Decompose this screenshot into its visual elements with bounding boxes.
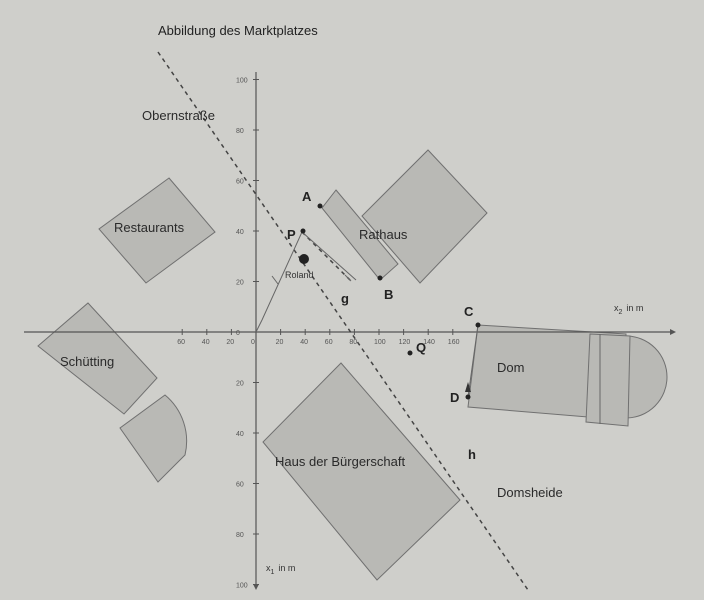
restaurants-shape xyxy=(98,177,216,284)
horizontal-tick-label: 40 xyxy=(300,339,308,346)
diagram-title: Abbildung des Marktplatzes xyxy=(158,23,318,38)
point-p-marker xyxy=(300,228,306,234)
horizontal-tick-label: 120 xyxy=(399,339,411,346)
line-h-label: h xyxy=(468,447,476,462)
dom-label: Dom xyxy=(497,360,524,375)
p-path xyxy=(255,231,357,333)
horizontal-tick-label: 80 xyxy=(349,339,357,346)
vertical-tick-label: 60 xyxy=(236,482,244,489)
vertical-tick-label: 0 xyxy=(236,330,240,337)
vertical-tick-label: 80 xyxy=(236,532,244,539)
point-q-label: Q xyxy=(416,340,426,355)
point-c-marker xyxy=(475,322,481,328)
point-c-label: C xyxy=(464,304,474,319)
roland-label: Roland xyxy=(285,270,314,280)
horizontal-tick-label: 60 xyxy=(325,339,333,346)
horizontal-tick-label: 100 xyxy=(374,339,386,346)
cd-line xyxy=(467,324,479,398)
point-d-label: D xyxy=(450,390,459,405)
vertical-ticks: 100 80 60 40 20 0 20 40 60 80 100 xyxy=(236,78,259,590)
dashed-line-g xyxy=(301,231,353,283)
vertical-tick-label: 20 xyxy=(236,381,244,388)
rathaus-main-shape xyxy=(361,149,488,284)
horizontal-tick-label: 140 xyxy=(423,339,435,346)
point-b-label: B xyxy=(384,287,393,302)
p-path-tick xyxy=(271,275,279,285)
obernstrasse-label: Obernstraße xyxy=(142,108,215,123)
schuetting-label: Schütting xyxy=(60,354,114,369)
g-arrow xyxy=(344,274,352,282)
haus-der-buergerschaft-label: Haus der Bürgerschaft xyxy=(275,454,405,469)
vertical-tick-label: 100 xyxy=(236,583,248,590)
horizontal-tick-label: 0 xyxy=(251,339,255,346)
roland-marker xyxy=(299,254,309,264)
horizontal-tick-label: 20 xyxy=(226,339,234,346)
horizontal-tick-label: 20 xyxy=(276,339,284,346)
vertical-axis-arrow xyxy=(253,584,259,590)
point-p-label: P xyxy=(287,227,296,242)
point-d-marker xyxy=(465,394,471,400)
restaurants-label: Restaurants xyxy=(114,220,185,235)
vertical-tick-label: 40 xyxy=(236,431,244,438)
vertical-tick-label: 80 xyxy=(236,128,244,135)
point-a-label: A xyxy=(302,189,312,204)
rathaus-label: Rathaus xyxy=(359,227,408,242)
point-b-marker xyxy=(377,275,383,281)
horizontal-tick-label: 60 xyxy=(177,339,185,346)
haus-der-buergerschaft-shape xyxy=(262,362,461,581)
cd-arrow xyxy=(465,382,471,392)
dom-tower-shape xyxy=(585,333,631,427)
vertical-tick-label: 20 xyxy=(236,280,244,287)
horizontal-axis-arrow xyxy=(670,329,676,335)
quarter-circle-shape xyxy=(119,394,188,483)
domsheide-label: Domsheide xyxy=(497,485,563,500)
vertical-tick-label: 100 xyxy=(236,78,248,85)
horizontal-tick-label: 40 xyxy=(202,339,210,346)
point-q-marker xyxy=(407,350,413,356)
vertical-tick-label: 40 xyxy=(236,229,244,236)
dashed-line-h xyxy=(157,51,529,591)
dom-apse-shape xyxy=(625,335,668,419)
horizontal-tick-label: 160 xyxy=(448,339,460,346)
line-g-label: g xyxy=(341,291,349,306)
vertical-tick-label: 60 xyxy=(236,179,244,186)
point-a-marker xyxy=(317,203,323,209)
